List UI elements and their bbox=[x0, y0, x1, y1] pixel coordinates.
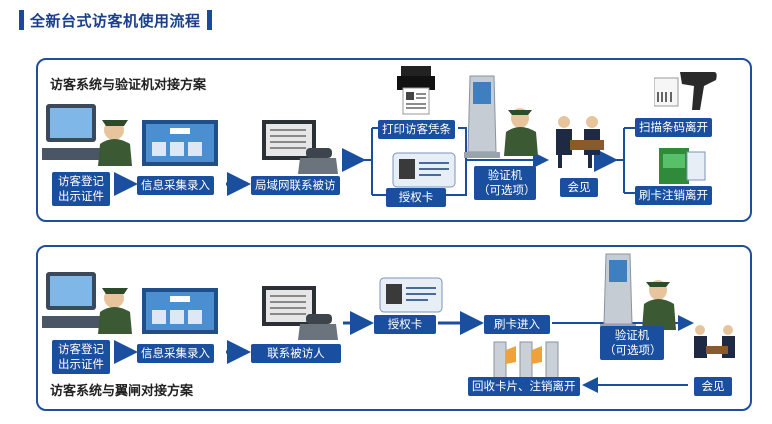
label-swipe-enter: 刷卡进入 bbox=[484, 315, 550, 334]
panel2-title: 访客系统与翼闸对接方案 bbox=[50, 384, 194, 399]
header-bar-right bbox=[206, 10, 212, 30]
label-meet: 会见 bbox=[560, 178, 598, 197]
barcode-scanner-icon bbox=[654, 72, 717, 110]
label-auth-card: 授权卡 bbox=[386, 188, 446, 207]
verification-kiosk-icon bbox=[464, 75, 538, 158]
label-info-collect: 信息采集录入 bbox=[137, 176, 214, 195]
label-contact-host: 联系被访人 bbox=[251, 344, 341, 363]
registration-kiosk-icon-2 bbox=[42, 272, 132, 334]
label-meet-2: 会见 bbox=[694, 377, 732, 396]
meeting-people-icon-2 bbox=[694, 325, 735, 358]
label-visitor-register: 访客登记 出示证件 bbox=[52, 172, 110, 206]
label-info-collect-2: 信息采集录入 bbox=[137, 344, 214, 363]
header-bar-left bbox=[19, 10, 24, 30]
computer-phone-icon-2 bbox=[262, 286, 338, 340]
turnstile-gate-icon bbox=[493, 341, 559, 379]
label-scan-exit: 扫描条码离开 bbox=[635, 118, 712, 137]
label-visitor-register-2: 访客登记 出示证件 bbox=[52, 340, 110, 374]
panel1-title: 访客系统与验证机对接方案 bbox=[50, 78, 207, 93]
label-swipe-exit: 刷卡注销离开 bbox=[635, 186, 712, 205]
label-print-slip: 打印访客凭条 bbox=[378, 120, 455, 139]
info-collection-screen-icon-2 bbox=[142, 288, 218, 334]
label-recycle-exit: 回收卡片、注销离开 bbox=[468, 377, 580, 396]
label-verifier-2: 验证机 （可选项） bbox=[600, 326, 664, 360]
label-verifier: 验证机 （可选项） bbox=[474, 166, 536, 200]
meeting-people-icon bbox=[556, 116, 604, 168]
card-reader-icon bbox=[659, 148, 706, 184]
page-header: 全新台式访客机使用流程 bbox=[19, 9, 212, 31]
computer-phone-icon bbox=[262, 120, 338, 174]
info-collection-screen-icon bbox=[142, 120, 218, 166]
id-card-icon-2 bbox=[379, 277, 443, 313]
verification-kiosk-icon-2 bbox=[600, 253, 676, 330]
page-title: 全新台式访客机使用流程 bbox=[30, 11, 201, 30]
id-card-icon bbox=[392, 152, 456, 188]
registration-kiosk-icon bbox=[42, 104, 132, 166]
label-auth-card-2: 授权卡 bbox=[374, 315, 436, 334]
printer-icon bbox=[397, 66, 435, 115]
label-lan-contact: 局域网联系被访 bbox=[251, 176, 340, 195]
